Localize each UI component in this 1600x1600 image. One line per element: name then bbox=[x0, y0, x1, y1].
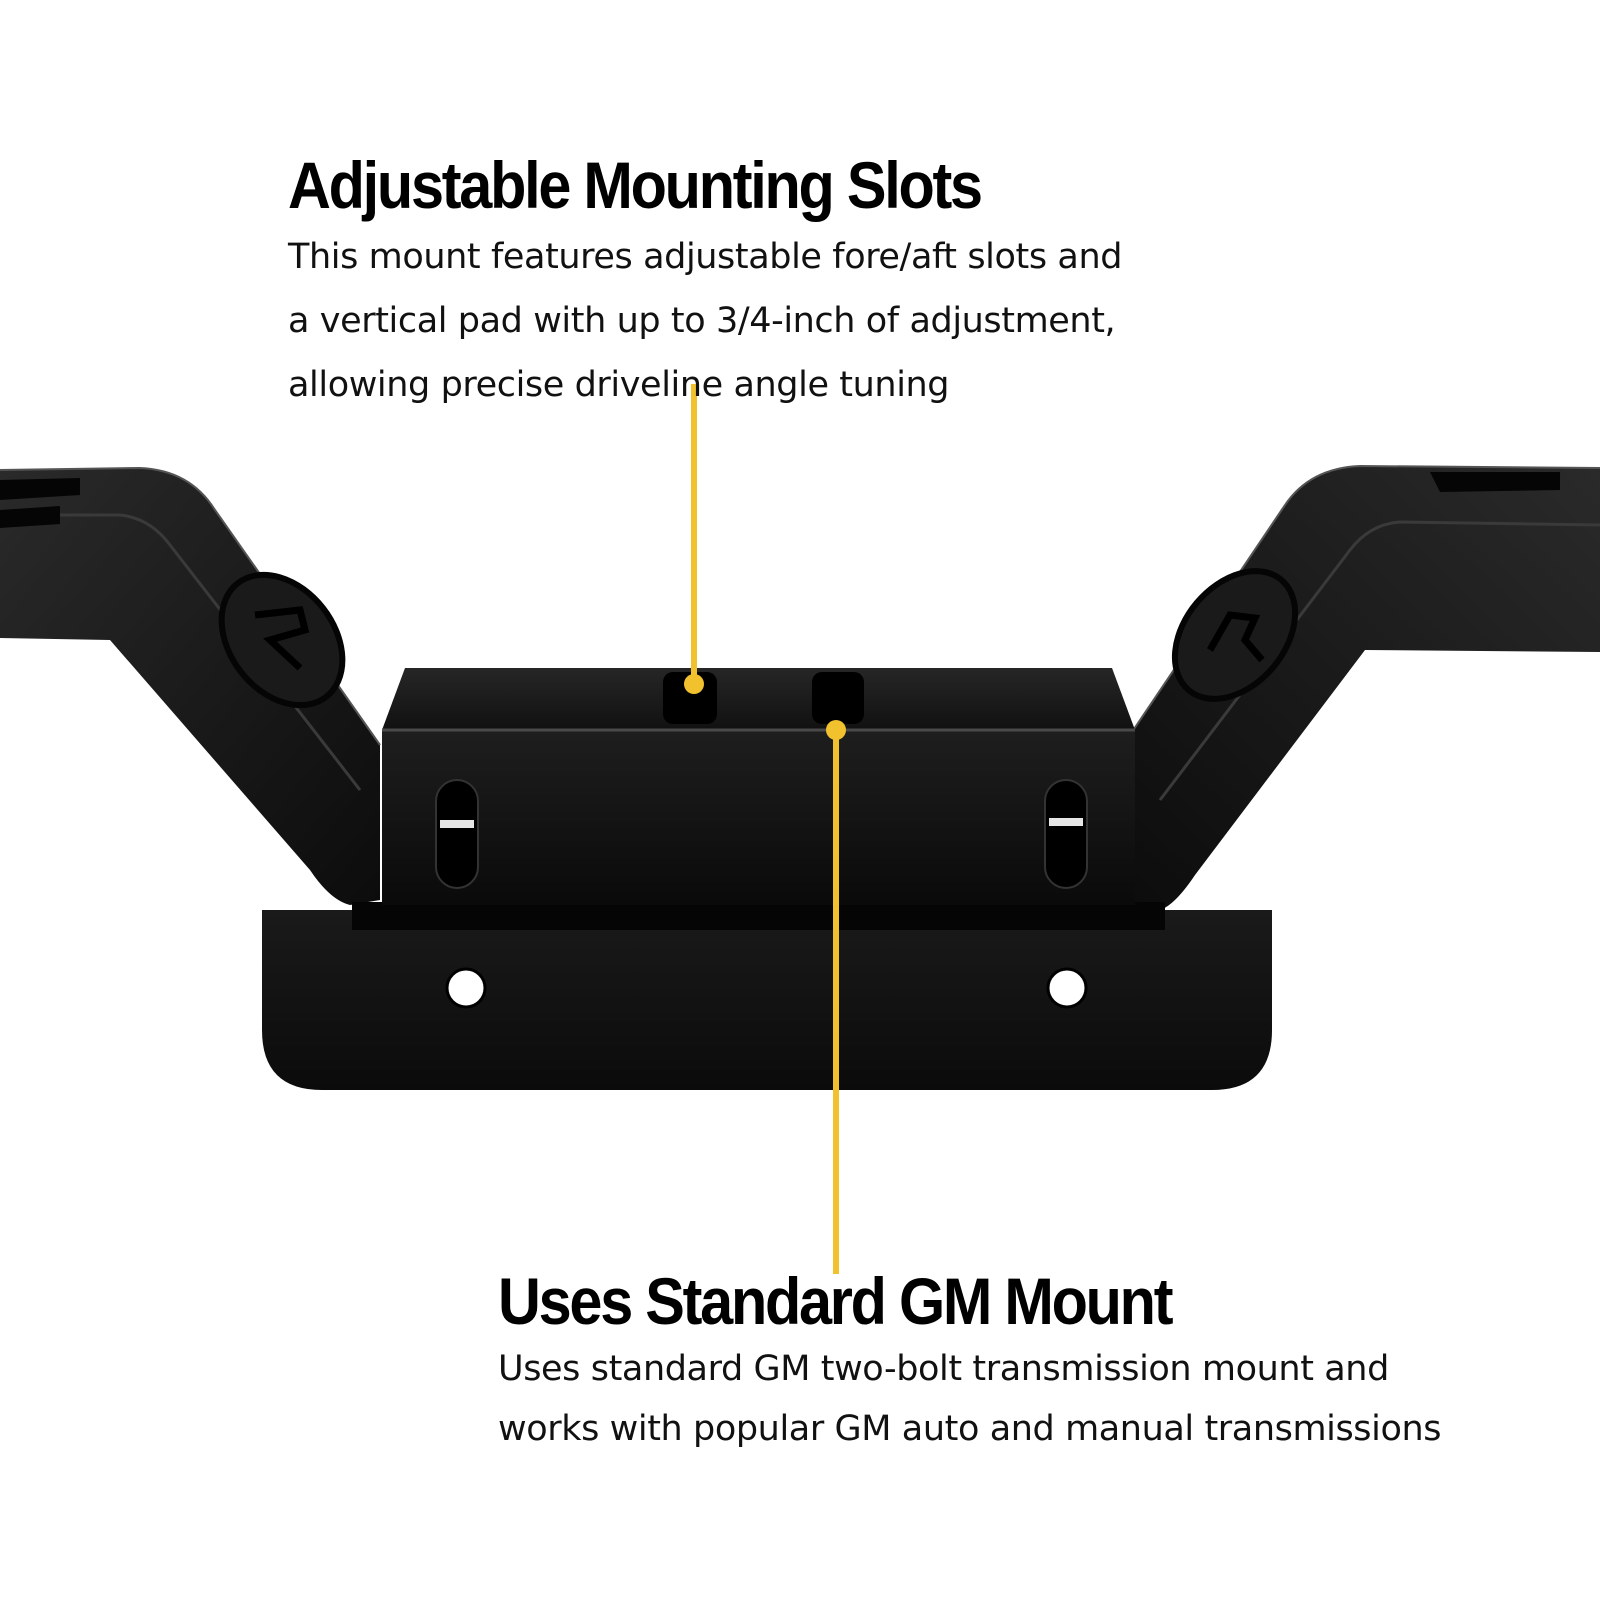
leader-line-bottom bbox=[826, 720, 846, 1274]
leader-line-top bbox=[684, 384, 704, 694]
callout-top-line-3: allowing precise driveline angle tuning bbox=[288, 365, 950, 405]
base-plate bbox=[262, 902, 1272, 1090]
mount-box bbox=[382, 668, 1135, 905]
callout-adjustable-slots: Adjustable Mounting Slots This mount fea… bbox=[288, 152, 1122, 410]
right-brand-logo-icon bbox=[1171, 568, 1299, 702]
left-arm bbox=[0, 466, 381, 905]
left-bolt-hole bbox=[445, 967, 487, 1009]
callout-bottom-title: Uses Standard GM Mount bbox=[498, 1264, 1174, 1338]
side-slot-left bbox=[435, 779, 479, 889]
side-slot-right bbox=[1044, 779, 1088, 889]
right-bolt-hole bbox=[1046, 967, 1088, 1009]
callout-bottom-line-2: works with popular GM auto and manual tr… bbox=[498, 1409, 1442, 1449]
callout-top-line-2: a vertical pad with up to 3/4-inch of ad… bbox=[288, 301, 1116, 341]
callout-standard-gm-mount: Uses Standard GM Mount Uses standard GM … bbox=[498, 1268, 1441, 1454]
top-slot-right bbox=[812, 672, 864, 724]
callout-bottom-line-1: Uses standard GM two-bolt transmission m… bbox=[498, 1349, 1389, 1389]
callout-top-title: Adjustable Mounting Slots bbox=[288, 148, 983, 222]
callout-top-line-1: This mount features adjustable fore/aft … bbox=[288, 237, 1123, 277]
left-brand-logo-icon bbox=[218, 571, 346, 709]
